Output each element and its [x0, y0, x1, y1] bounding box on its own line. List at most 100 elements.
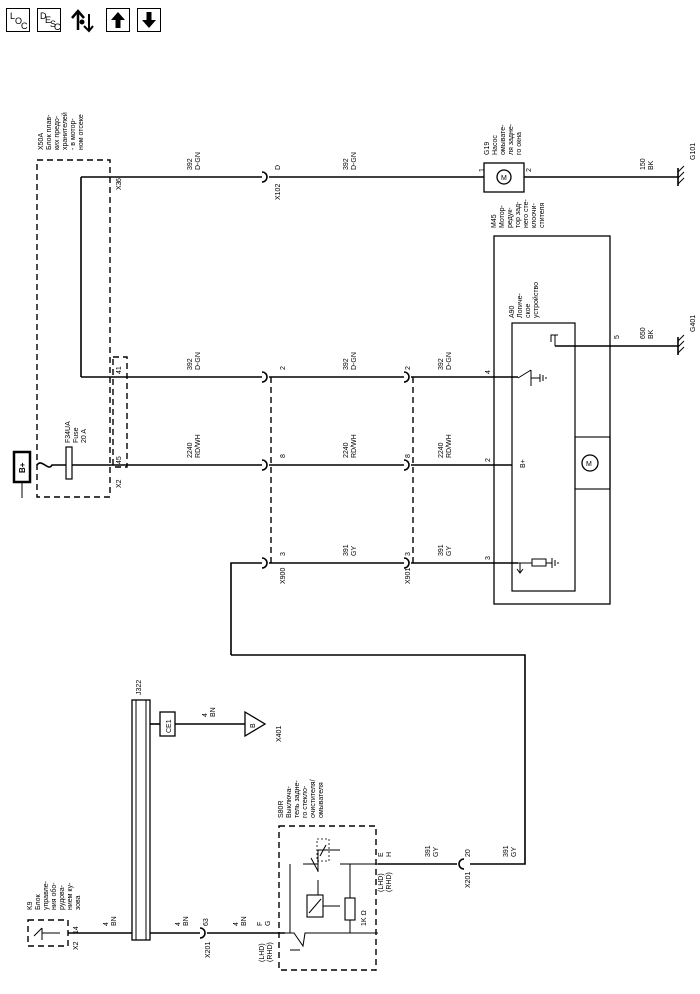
ground-g401: G401: [690, 315, 697, 332]
desc-letter-c: C: [54, 22, 61, 32]
a90-sensor-ground: [516, 558, 559, 574]
wire-391d-color: GY: [511, 847, 518, 857]
pin-x3-41: 41: [116, 366, 123, 374]
wire-4b-num: 4: [103, 922, 110, 926]
pin-s80r-e: E: [378, 852, 385, 857]
s80r-desc-2: тель задне-: [294, 780, 301, 818]
wire-391c-color: GY: [433, 847, 440, 857]
ground-g101: G101: [690, 143, 697, 160]
connector-x102-symbol: [261, 171, 268, 183]
wire-4d-color: BN: [241, 916, 248, 926]
loc-letter-o: O: [15, 16, 23, 26]
wire-4c-color: BN: [183, 916, 190, 926]
m45-desc-1: Мотор-: [499, 204, 506, 228]
wire-391a-color: GY: [351, 546, 358, 556]
wire-391d-num: 391: [503, 845, 510, 857]
wire-392e-color: D-GN: [446, 352, 453, 370]
connector-x2-k9: X2: [73, 941, 80, 950]
s80r-contact-lower: [285, 932, 320, 951]
wire-392a-color: D-GN: [195, 152, 202, 170]
loc-letter-l: L: [10, 11, 16, 21]
desc-button[interactable]: D E S C: [37, 8, 61, 32]
toolbar: L O C D E S C: [0, 0, 240, 40]
s80r-desc-5: омывателя: [318, 782, 325, 818]
m45-desc-2: редук-: [507, 207, 514, 228]
pin-x901-8: 8: [405, 454, 412, 458]
m45-desc-6: стителя: [539, 203, 546, 228]
m45-desc-5: клоочи-: [531, 203, 538, 228]
m45-desc-4: него сте-: [523, 198, 530, 228]
x50a-desc-1: Блок плав-: [46, 114, 53, 150]
wire-650-color: BK: [648, 329, 655, 339]
loc-letter-c: C: [21, 21, 28, 31]
pin-s80r-g: G: [265, 921, 272, 926]
pin-g19-1: 1: [479, 168, 486, 172]
pin-x3-6: 6: [116, 178, 123, 182]
wire-2240a-num: 2240: [187, 442, 194, 458]
wire-2240a-color: RD/WH: [195, 434, 202, 458]
pin-m45-4: 4: [485, 370, 492, 374]
g19-desc-2: омывате-: [500, 124, 507, 155]
desc-letter-d: D: [40, 11, 47, 21]
connector-x900: X900: [280, 568, 287, 584]
pin-m45-5: 5: [614, 335, 621, 339]
wire-391-route: [231, 654, 526, 865]
pin-x2-45: 45: [116, 456, 123, 464]
connector-x900-pin8-symbol: [261, 459, 268, 471]
a90-logic-box: [511, 322, 576, 592]
m45-desc-3: тор зад-: [515, 201, 522, 228]
m45-label: M45: [491, 214, 498, 228]
connector-x901: X901: [405, 568, 412, 584]
wire-391-to-x900: [230, 562, 262, 655]
g19-label: G19: [484, 142, 491, 155]
arrow-down-button[interactable]: [137, 8, 161, 32]
k9-switch-symbol: [33, 927, 60, 940]
m45-bplus-label: B+: [520, 459, 527, 468]
g19-desc-1: Насос: [492, 135, 499, 155]
a90-resistor-symbol: [531, 558, 547, 567]
s80r-resistor-label: 1K Ω: [361, 910, 368, 926]
pin-x900-8: 8: [280, 454, 287, 458]
g19-desc-4: го окна: [516, 132, 523, 155]
k9-label: K9: [27, 901, 34, 910]
s80r-resistor-1k: [344, 897, 356, 921]
wire-392d-num: 392: [343, 358, 350, 370]
k9-desc-5: нием ку-: [67, 882, 74, 910]
wire-150-num: 150: [640, 158, 647, 170]
connector-x102: X102: [275, 184, 282, 200]
connector-x201-pin63-symbol: [199, 927, 206, 939]
a90-label: A90: [509, 305, 516, 318]
a90-desc-2: ское: [525, 303, 532, 318]
lhd-label-2: (LHD): [378, 873, 385, 892]
pin-g19-2: 2: [526, 168, 533, 172]
g19-motor-m: M: [501, 175, 507, 182]
k9-desc-3: ния обо-: [50, 882, 58, 910]
arrow-up-button[interactable]: [106, 8, 130, 32]
k9-desc-6: зова: [75, 895, 82, 910]
svg-text:M: M: [586, 461, 592, 468]
k9-desc-4: рудова-: [59, 884, 66, 910]
wire-391a-num: 391: [343, 544, 350, 556]
connector-x901-pin2-symbol: [403, 371, 410, 383]
lhd-label-1: (LHD): [259, 943, 266, 962]
wire-4d-num: 4: [233, 922, 240, 926]
connector-x201-b: X201: [205, 942, 212, 958]
desc-letter-e: E: [45, 15, 52, 25]
connector-x901-pin8-symbol: [403, 459, 410, 471]
connector-swap-icon[interactable]: [67, 6, 95, 34]
arrow-down-icon: [142, 12, 156, 28]
splice-j322: J322: [136, 680, 143, 695]
wire-4b-color: BN: [111, 916, 118, 926]
a90-desc-3: устройство: [532, 282, 540, 318]
wire-2240b-color: RD/WH: [351, 434, 358, 458]
wire-150-color: BK: [648, 160, 655, 170]
wire-2240b-num: 2240: [343, 442, 350, 458]
ground-g101-symbol: [677, 165, 685, 186]
wire-392e-num: 392: [438, 358, 445, 370]
fuse-name: F34UA: [65, 421, 72, 443]
a90-ground-symbol-top: [550, 334, 558, 346]
ground-g401-symbol: [677, 334, 685, 355]
loc-button[interactable]: L O C: [6, 8, 30, 32]
connector-x201-pin20-symbol: [458, 858, 465, 870]
